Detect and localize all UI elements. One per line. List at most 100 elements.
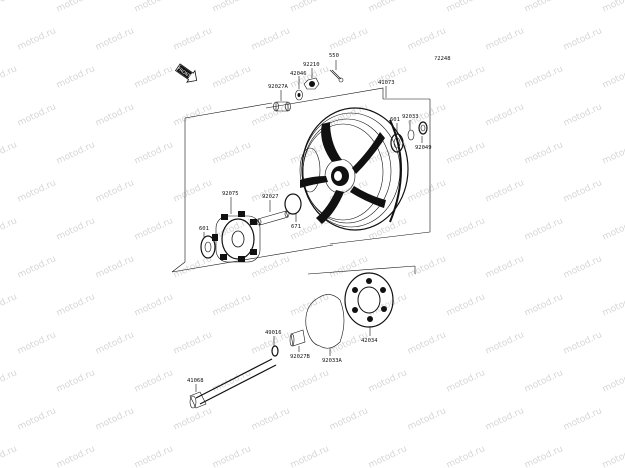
watermark-text: motod.ru bbox=[328, 254, 370, 281]
label-601-left: 601 bbox=[199, 226, 209, 232]
watermark-text: motod.ru bbox=[406, 254, 448, 281]
watermark-text: motod.ru bbox=[289, 444, 331, 468]
ring-92033 bbox=[407, 129, 415, 141]
watermark-text: motod.ru bbox=[445, 368, 487, 395]
collar-92027b bbox=[289, 329, 306, 347]
watermark-text: motod.ru bbox=[55, 292, 97, 319]
watermark-text: motod.ru bbox=[523, 444, 565, 468]
watermark-text: motod.ru bbox=[211, 444, 253, 468]
figure-code: ?2248 bbox=[434, 56, 451, 62]
front-direction-marker: FRONT bbox=[174, 63, 198, 83]
watermark-text: motod.ru bbox=[0, 140, 19, 167]
watermark-text: motod.ru bbox=[16, 178, 58, 205]
watermark-text: motod.ru bbox=[601, 0, 625, 15]
watermark-text: motod.ru bbox=[250, 406, 292, 433]
watermark-text: motod.ru bbox=[445, 444, 487, 468]
watermark-text: motod.ru bbox=[172, 26, 214, 53]
watermark-text: motod.ru bbox=[0, 444, 19, 468]
watermark-text: motod.ru bbox=[16, 102, 58, 129]
watermark-text: motod.ru bbox=[172, 102, 214, 129]
damper-92075 bbox=[212, 211, 261, 263]
label-92033: 92033 bbox=[402, 114, 419, 120]
label-42046: 42046 bbox=[290, 71, 307, 77]
label-601-right: 601 bbox=[390, 117, 400, 123]
watermark-text: motod.ru bbox=[0, 0, 19, 15]
watermark-text: motod.ru bbox=[133, 0, 175, 15]
nut-42046 bbox=[295, 89, 303, 101]
watermark-text: motod.ru bbox=[562, 406, 604, 433]
assembly-frame bbox=[171, 87, 431, 275]
watermark-text: motod.ru bbox=[133, 64, 175, 91]
watermark-text: motod.ru bbox=[484, 254, 526, 281]
watermark-text: motod.ru bbox=[172, 406, 214, 433]
washer-92210 bbox=[303, 77, 320, 90]
watermark-text: motod.ru bbox=[523, 64, 565, 91]
watermark-text: motod.ru bbox=[211, 64, 253, 91]
watermark-text: motod.ru bbox=[172, 178, 214, 205]
watermark-text: motod.ru bbox=[601, 292, 625, 319]
watermark-text: motod.ru bbox=[55, 140, 97, 167]
watermark-text: motod.ru bbox=[172, 330, 214, 357]
watermark-text: motod.ru bbox=[367, 368, 409, 395]
watermark-text: motod.ru bbox=[484, 102, 526, 129]
label-41073: 41073 bbox=[378, 80, 395, 86]
watermark-text: motod.ru bbox=[445, 0, 487, 15]
label-92210: 92210 bbox=[303, 62, 320, 68]
watermark-text: motod.ru bbox=[0, 64, 19, 91]
watermark-text: motod.ru bbox=[16, 406, 58, 433]
watermark-text: motod.ru bbox=[94, 26, 136, 53]
watermark-text: motod.ru bbox=[562, 330, 604, 357]
watermark-text: motod.ru bbox=[601, 64, 625, 91]
label-671: 671 bbox=[291, 224, 301, 230]
bearing-601-right bbox=[390, 133, 404, 153]
watermark-text: motod.ru bbox=[55, 368, 97, 395]
sprocket-42034 bbox=[344, 272, 394, 328]
rear-wheel-41073 bbox=[299, 107, 409, 231]
cotter-pin-550 bbox=[329, 69, 344, 83]
watermark-text: motod.ru bbox=[289, 64, 331, 91]
axle-nut-92027a bbox=[273, 101, 291, 112]
label-92033a: 92033A bbox=[322, 358, 343, 364]
watermark-text: motod.ru bbox=[211, 292, 253, 319]
watermark-text: motod.ru bbox=[484, 406, 526, 433]
watermark-text: motod.ru bbox=[133, 368, 175, 395]
label-92049: 92049 bbox=[415, 145, 432, 151]
watermark-text: motod.ru bbox=[16, 330, 58, 357]
watermark-text: motod.ru bbox=[484, 330, 526, 357]
watermark-text: motod.ru bbox=[523, 140, 565, 167]
watermark-text: motod.ru bbox=[367, 444, 409, 468]
label-42034: 42034 bbox=[361, 338, 378, 344]
watermark-text: motod.ru bbox=[523, 0, 565, 15]
watermark-text: motod.ru bbox=[94, 330, 136, 357]
washer-49016 bbox=[271, 345, 279, 357]
watermark-text: motod.ru bbox=[523, 216, 565, 243]
watermark-text: motod.ru bbox=[55, 64, 97, 91]
watermark-text: motod.ru bbox=[562, 178, 604, 205]
label-92075: 92075 bbox=[222, 191, 239, 197]
label-92027b: 92027B bbox=[290, 354, 311, 360]
watermark-text: motod.ru bbox=[250, 26, 292, 53]
watermark-text: motod.ru bbox=[601, 140, 625, 167]
label-92027: 92027 bbox=[262, 194, 279, 200]
label-41068: 41068 bbox=[187, 378, 204, 384]
watermark-text: motod.ru bbox=[94, 254, 136, 281]
axle-41068 bbox=[189, 358, 277, 409]
watermark-text: motod.ru bbox=[367, 64, 409, 91]
watermark-text: motod.ru bbox=[133, 216, 175, 243]
watermark-text: motod.ru bbox=[562, 254, 604, 281]
watermark-text: motod.ru bbox=[0, 292, 19, 319]
leader-lines bbox=[195, 60, 423, 392]
watermark-text: motod.ru bbox=[601, 444, 625, 468]
watermark-text: motod.ru bbox=[133, 444, 175, 468]
watermark-text: motod.ru bbox=[601, 368, 625, 395]
seal-92049 bbox=[418, 121, 428, 135]
watermark-text: motod.ru bbox=[16, 254, 58, 281]
watermark-text: motod.ru bbox=[562, 102, 604, 129]
watermark-text: motod.ru bbox=[445, 140, 487, 167]
o-ring-671 bbox=[284, 193, 302, 215]
label-49016: 49016 bbox=[265, 330, 282, 336]
part-labels: 550 92210 42046 92027A 41073 601 92033 9… bbox=[187, 53, 432, 384]
label-550: 550 bbox=[329, 53, 339, 59]
